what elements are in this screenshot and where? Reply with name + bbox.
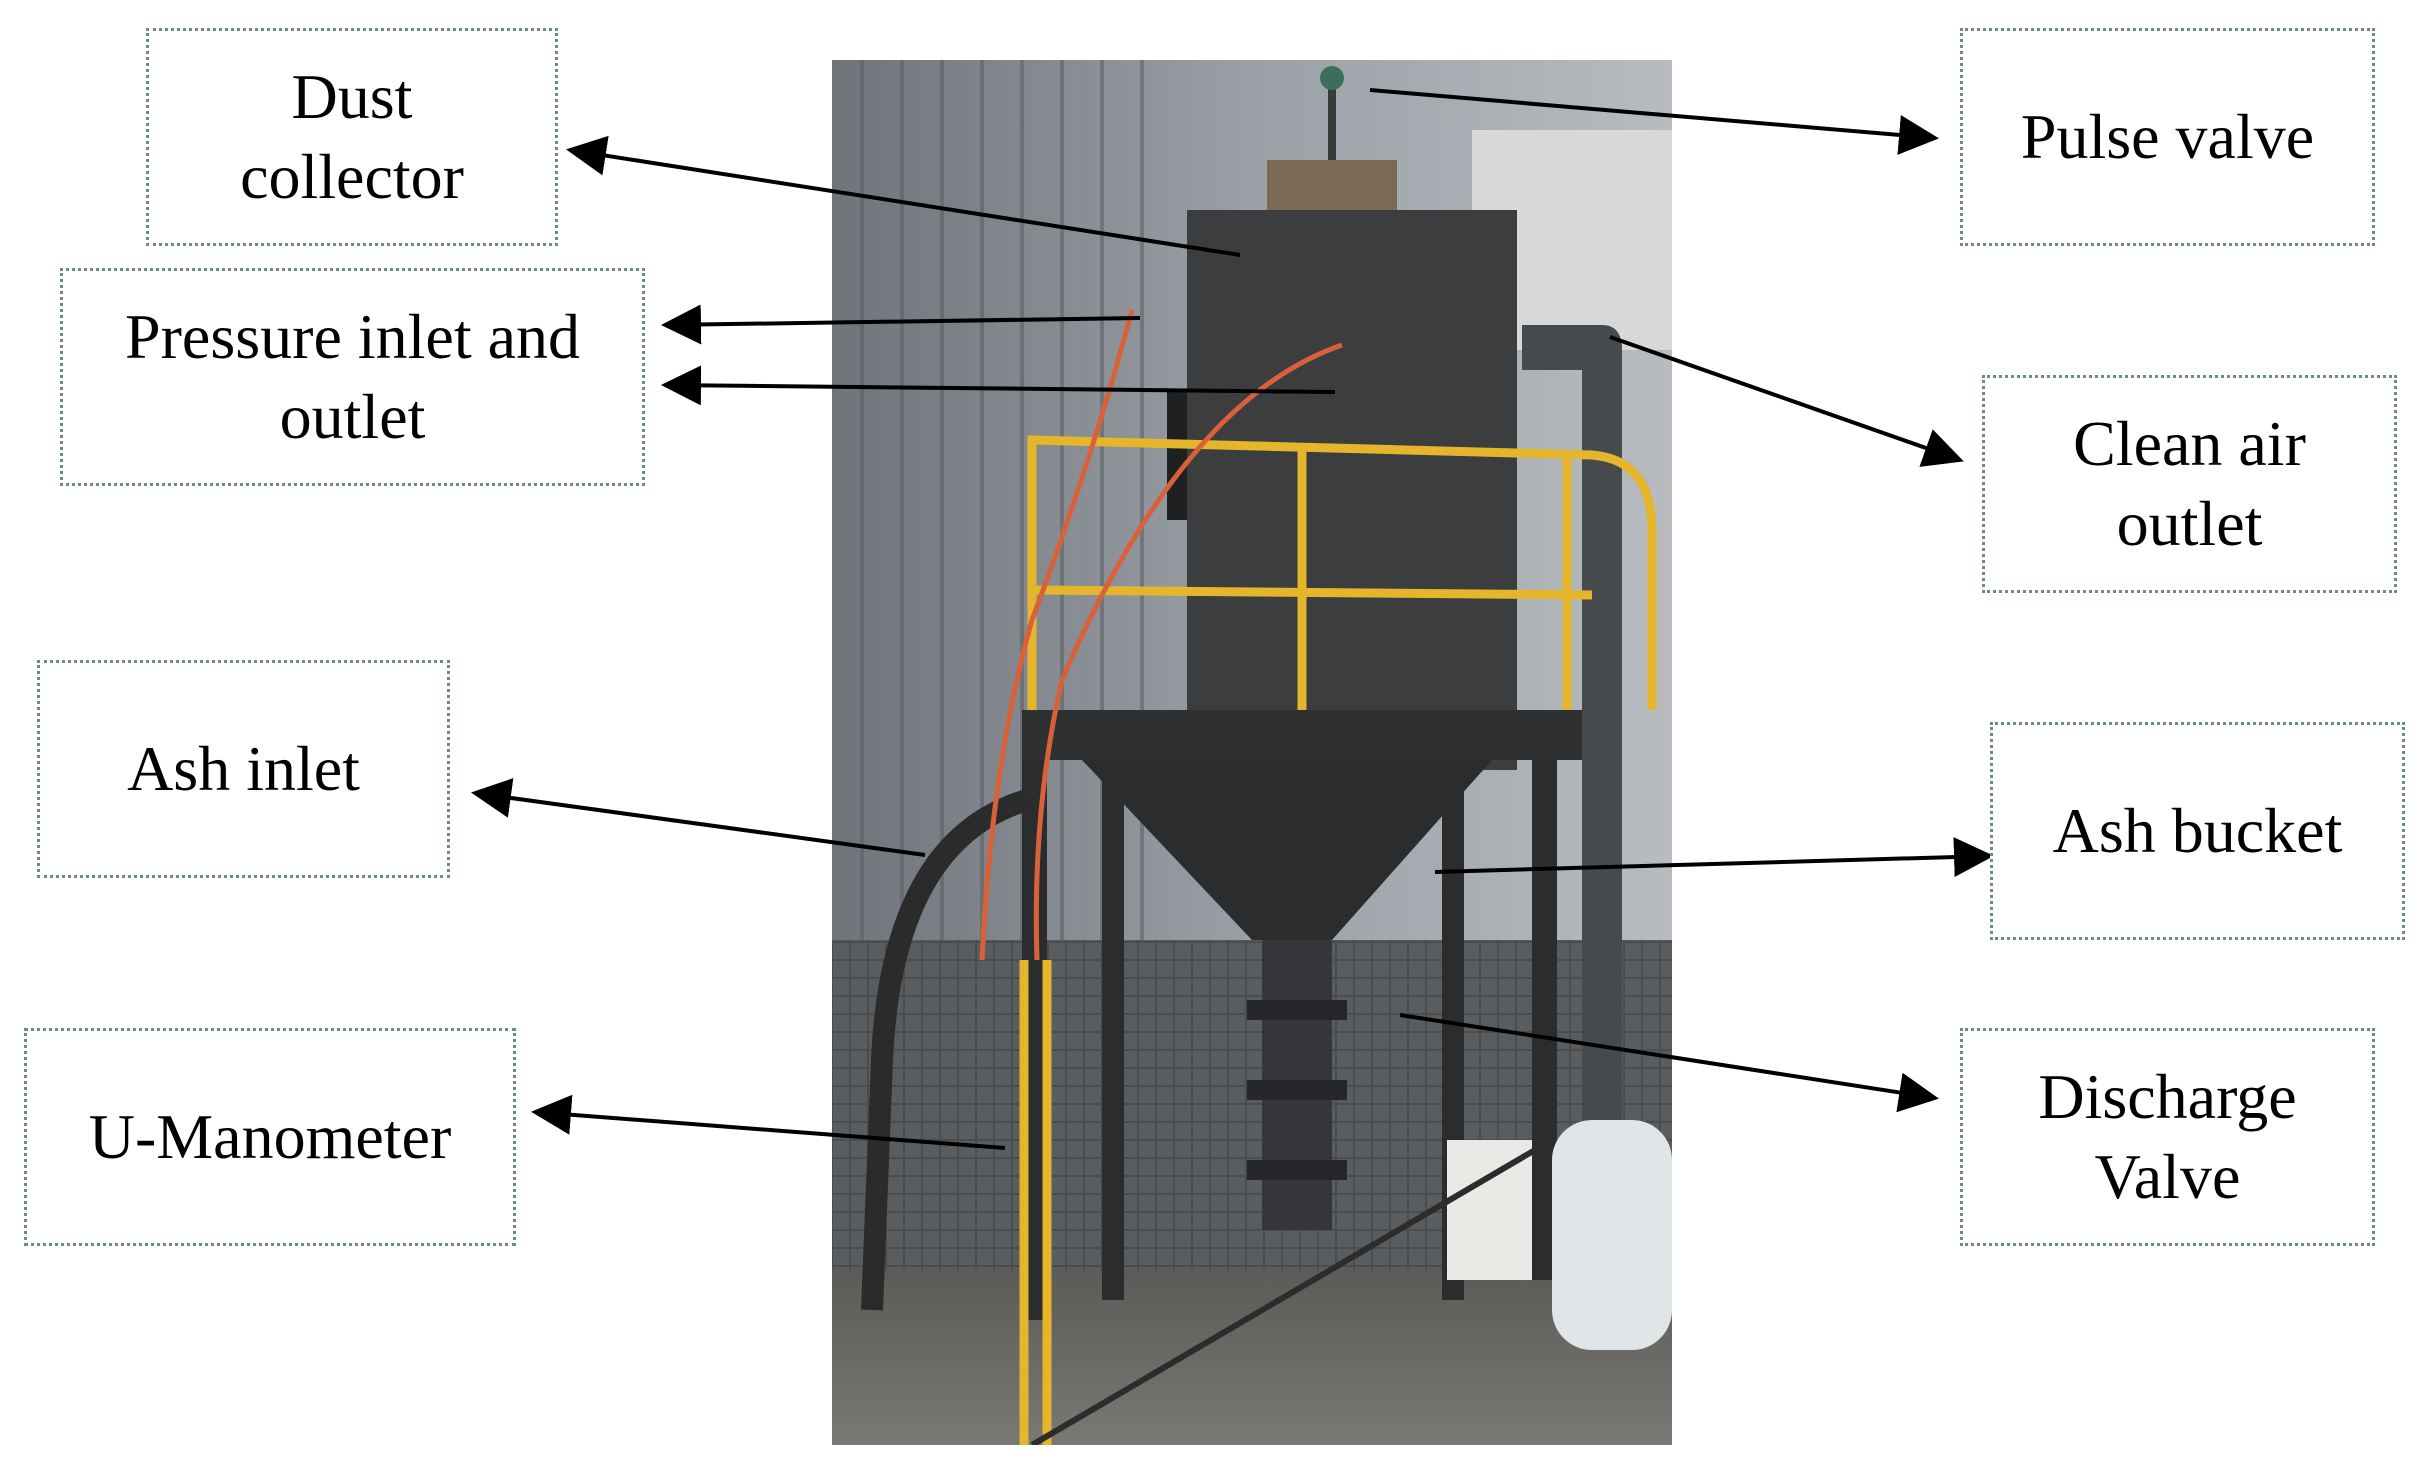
pressure-hoses [979,309,1135,961]
equipment-photo [832,60,1672,1445]
ash-bucket [1082,760,1492,940]
label-pulse-valve: Pulse valve [1960,28,2375,246]
collector-body [1187,210,1517,770]
label-ash-bucket: Ash bucket [1990,722,2405,940]
label-ash-inlet: Ash inlet [37,660,450,878]
floor [832,1270,1672,1445]
arrow-dust-collector [566,135,1241,257]
arrow-discharge-valve [1399,1013,1939,1113]
railing [1027,435,1657,710]
arrow-ash-inlet [471,778,926,857]
pressure-hoses-2 [1033,342,1343,961]
arrow-clean-air [1609,335,1964,467]
collector-side-panel [1167,390,1187,520]
u-manometer-tubes [1019,960,1052,1445]
label-u-manometer: U-Manometer [24,1028,516,1246]
arrow-pressure-outlet [661,365,1336,406]
arrow-ash-bucket [1434,837,1994,878]
arrow-pulse-valve [1369,88,1939,155]
arrow-pressure-inlet [661,304,1141,345]
pulse-valve-head [1320,66,1344,90]
arrow-u-manometer [531,1094,1006,1150]
pipe-rod [1030,1137,1554,1445]
platform [1022,710,1582,760]
clean-air-duct [1522,325,1622,1260]
discharge-valve-flanges [1247,1000,1347,1180]
tank [1552,1120,1672,1350]
